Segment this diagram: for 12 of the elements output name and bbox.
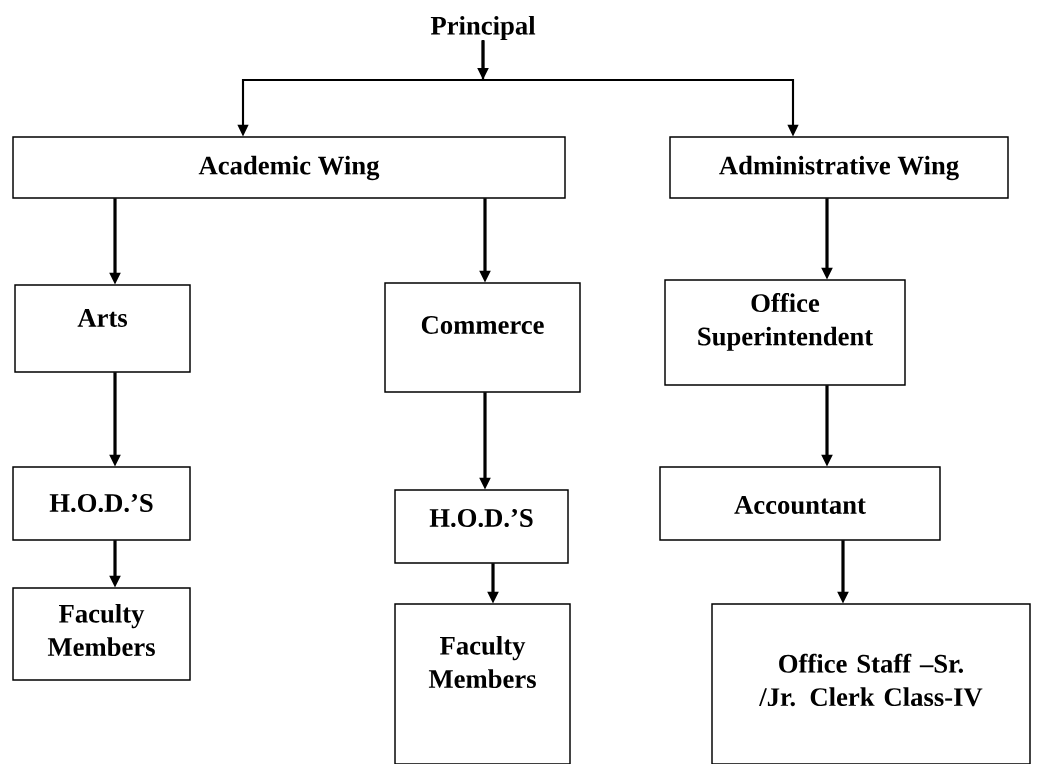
org-box: H.O.D.’S xyxy=(394,489,569,564)
org-box: Accountant xyxy=(659,466,941,541)
org-box: Office Superintendent xyxy=(664,279,906,386)
org-box: Faculty Members xyxy=(394,603,571,764)
org-box: Arts xyxy=(14,284,191,373)
org-box: Faculty Members xyxy=(12,587,191,681)
org-box: Academic Wing xyxy=(12,136,566,199)
org-box: Commerce xyxy=(384,282,581,393)
org-box: Administrative Wing xyxy=(669,136,1009,199)
org-box: Office Staff –Sr. /Jr. Clerk Class-IV xyxy=(711,603,1031,764)
org-box: H.O.D.’S xyxy=(12,466,191,541)
title-text: Principal xyxy=(430,15,536,41)
